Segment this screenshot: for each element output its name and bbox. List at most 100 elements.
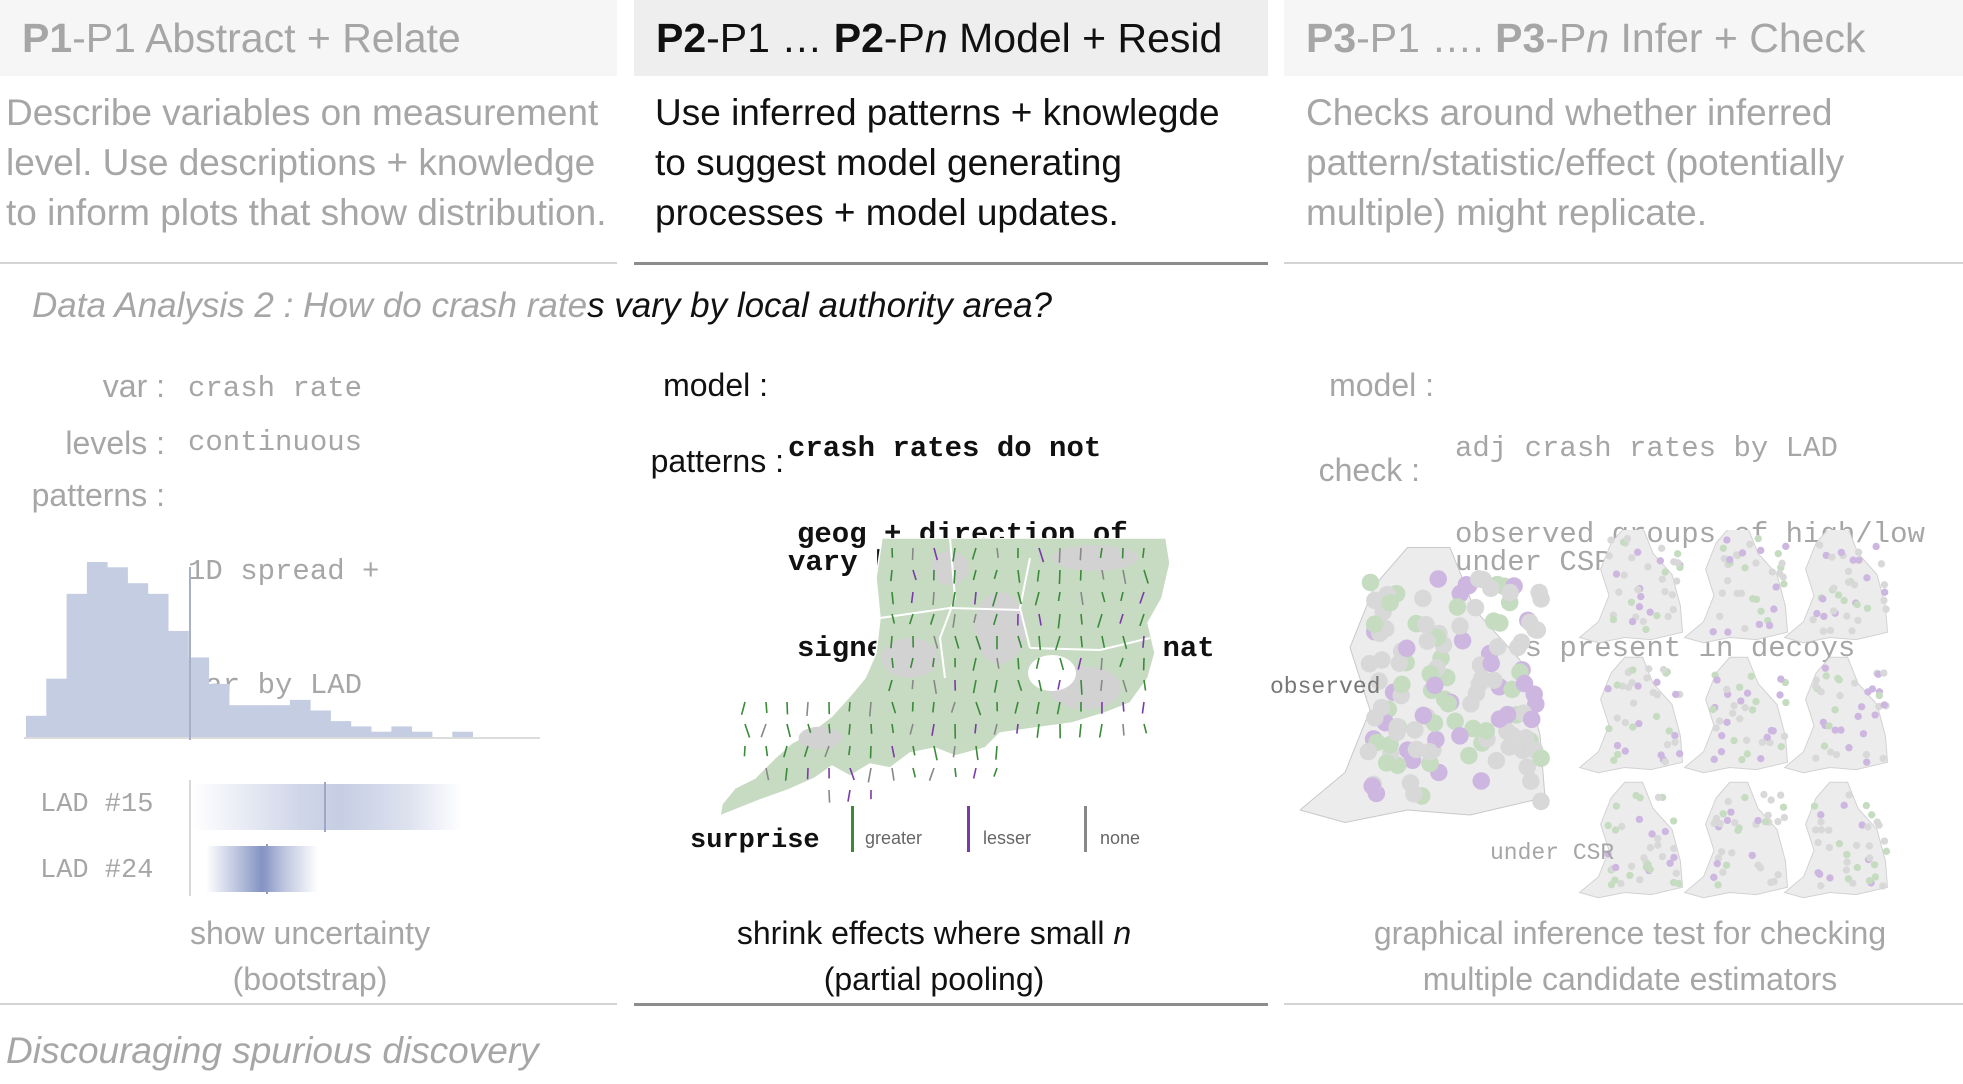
hex-cell — [1611, 876, 1619, 884]
hex-cell — [1774, 550, 1782, 558]
map-region-border — [938, 538, 957, 679]
hex-cell — [1429, 570, 1447, 588]
surprise-glyph — [891, 591, 895, 605]
hex-cell — [1752, 559, 1760, 567]
hex-cell — [1637, 592, 1645, 601]
hex-cell — [1822, 551, 1830, 560]
surprise-glyph — [1014, 701, 1019, 714]
under-csr-label: under CSR — [1490, 840, 1615, 866]
hex-cell — [1629, 723, 1637, 731]
p3-bottom-divider — [1284, 1003, 1963, 1005]
hex-cell — [1646, 608, 1654, 616]
hex-cell — [1748, 706, 1757, 714]
p2-caption-text: shrink effects where small — [736, 915, 1114, 951]
estimate-mark-lad15 — [324, 782, 326, 832]
hex-cell — [1661, 827, 1669, 836]
hex-cell — [1607, 536, 1615, 544]
hex-cell — [1649, 688, 1657, 697]
hex-cell — [1634, 548, 1642, 556]
hex-cell — [1871, 711, 1879, 719]
hex-cell — [1767, 796, 1775, 804]
hex-cell — [1653, 678, 1661, 686]
surprise-glyph — [971, 547, 977, 560]
surprise-glyph — [1139, 613, 1145, 627]
surprise-glyph — [993, 767, 998, 777]
hex-cell — [1709, 705, 1717, 714]
hex-cell — [1414, 589, 1432, 608]
hex-cell — [1822, 672, 1830, 680]
patterns-label-p2: patterns : — [650, 443, 784, 479]
hex-cell — [1728, 709, 1737, 717]
surprise-glyph — [908, 613, 914, 625]
hex-cell — [1817, 882, 1825, 890]
surprise-glyph — [1038, 635, 1042, 650]
hex-cell — [1853, 600, 1861, 609]
surprise-glyph — [932, 591, 935, 606]
footer-caption: Discouraging spurious discovery — [6, 1030, 539, 1071]
surprise-glyph — [1139, 591, 1145, 604]
hex-cell — [1840, 801, 1848, 810]
surprise-glyph — [888, 679, 893, 692]
hex-cell — [1741, 624, 1749, 633]
hex-cell — [1713, 859, 1721, 868]
hex-cell — [1661, 587, 1669, 596]
hex-cell — [1710, 755, 1718, 764]
surprise-glyph — [973, 591, 977, 605]
p2-divider — [634, 262, 1268, 265]
hex-cell — [1825, 722, 1833, 730]
hex-map-outline — [1783, 656, 1889, 774]
surprise-glyph — [744, 723, 751, 738]
surprise-glyph — [1034, 591, 1040, 606]
hex-cell — [1532, 749, 1550, 767]
hex-cell — [1825, 843, 1834, 852]
hex-cell — [1851, 679, 1859, 687]
observed-hex-map — [1300, 547, 1550, 824]
hex-cell — [1670, 844, 1678, 853]
hex-cell — [1776, 691, 1784, 699]
hex-cell — [1661, 758, 1669, 766]
hex-cell — [1604, 685, 1612, 693]
surprise-glyph — [1080, 635, 1084, 648]
surprise-glyph — [993, 569, 998, 580]
map-estuary — [1028, 655, 1076, 691]
surprise-glyph — [993, 723, 998, 735]
hex-cell — [1518, 758, 1537, 776]
hex-cell — [1748, 851, 1756, 860]
surprise-glyph — [1122, 679, 1128, 693]
hex-cell — [1381, 593, 1399, 612]
p3-description-line: pattern/statistic/effect (potentially — [1306, 142, 1845, 183]
hex-cell — [1451, 727, 1469, 745]
p1-caption-line: (bootstrap) — [232, 961, 388, 997]
hex-cell — [1716, 612, 1724, 620]
surprise-glyph — [1054, 635, 1061, 651]
surprise-glyph — [932, 701, 935, 713]
hex-cell — [1670, 853, 1678, 862]
surprise-glyph — [1016, 723, 1019, 734]
hex-cell — [1723, 816, 1732, 825]
lad-axis-line — [189, 780, 191, 896]
hex-cell — [1467, 684, 1486, 702]
p1-description-line: Describe variables on measurement — [6, 92, 599, 133]
hex-cell — [1417, 615, 1435, 634]
hex-cell — [1835, 676, 1843, 684]
hex-cell — [1657, 751, 1665, 759]
hex-cell — [1770, 605, 1778, 613]
surprise-glyph — [891, 745, 896, 758]
hex-cell — [1672, 577, 1681, 585]
column-header-p2: P2-P1 … P2-Pn Model + Resid — [634, 0, 1268, 76]
hex-cell — [1658, 852, 1667, 861]
surprise-glyph — [1017, 591, 1023, 605]
histogram-bar — [229, 705, 250, 737]
hex-cell — [1663, 740, 1672, 749]
hex-cell — [1877, 560, 1886, 568]
hex-cell — [1669, 817, 1678, 825]
hex-cell — [1629, 699, 1638, 707]
surprise-glyph — [803, 745, 809, 758]
histogram-bar — [66, 593, 88, 737]
hex-cell — [1757, 607, 1765, 615]
map-region-none — [974, 592, 1026, 664]
surprise-glyph — [1036, 569, 1040, 582]
surprise-glyph — [1101, 569, 1105, 580]
hex-cell — [1732, 551, 1741, 559]
hex-cell — [1865, 877, 1874, 885]
